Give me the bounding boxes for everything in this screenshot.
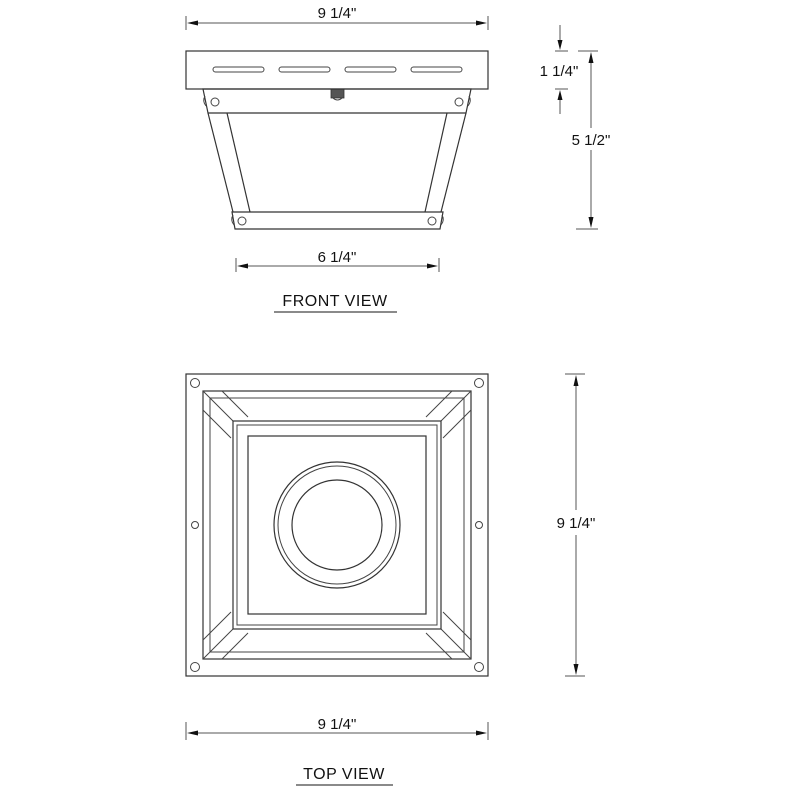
arrow-right-icon bbox=[476, 730, 487, 736]
front-view-title: FRONT VIEW bbox=[274, 293, 397, 313]
top-depth-dimension: 9 1/4" bbox=[557, 373, 596, 677]
bottom-band bbox=[231, 211, 444, 230]
frame-outer bbox=[202, 390, 472, 660]
top-width-label: 9 1/4" bbox=[318, 716, 357, 733]
mounting-plate bbox=[185, 373, 489, 677]
front-view: 9 1/4" bbox=[185, 5, 611, 313]
arrow-left-icon bbox=[237, 263, 248, 269]
socket-ring bbox=[273, 461, 401, 589]
frame-bevels bbox=[202, 390, 472, 660]
front-width-dimension: 9 1/4" bbox=[185, 5, 489, 30]
arrow-down-icon bbox=[573, 664, 579, 675]
arrow-right-icon bbox=[427, 263, 438, 269]
top-view: 9 1/4" 9 1/4" TOP VIEW bbox=[185, 373, 596, 786]
top-width-dimension: 9 1/4" bbox=[185, 716, 489, 740]
frame-inner bbox=[232, 420, 442, 630]
screw-hole-icon bbox=[474, 378, 484, 388]
canopy bbox=[185, 50, 489, 90]
canopy-height-label: 1 1/4" bbox=[540, 63, 579, 80]
arrow-left-icon bbox=[187, 20, 198, 26]
front-bottom-width-dimension: 6 1/4" bbox=[235, 249, 440, 272]
canopy-height-dimension: 1 1/4" bbox=[540, 25, 579, 114]
arrow-up-icon bbox=[573, 375, 579, 386]
top-view-title: TOP VIEW bbox=[296, 766, 393, 786]
arrow-up-icon bbox=[557, 90, 563, 100]
side-frames bbox=[207, 112, 467, 213]
screw-hole-icon bbox=[475, 521, 483, 529]
top-view-title-text: TOP VIEW bbox=[303, 766, 385, 783]
arrow-down-icon bbox=[557, 40, 563, 50]
screw-hole-icon bbox=[190, 662, 200, 672]
front-bottom-width-label: 6 1/4" bbox=[318, 249, 357, 266]
glass-panel bbox=[247, 435, 427, 615]
arrow-right-icon bbox=[476, 20, 487, 26]
screw-holes bbox=[190, 378, 484, 672]
arrow-up-icon bbox=[588, 52, 594, 63]
screw-hole-icon bbox=[190, 378, 200, 388]
screw-hole-icon bbox=[191, 521, 199, 529]
top-depth-label: 9 1/4" bbox=[557, 515, 596, 532]
arrow-down-icon bbox=[588, 217, 594, 228]
screw-hole-icon bbox=[474, 662, 484, 672]
overall-height-dimension: 5 1/2" bbox=[572, 50, 611, 230]
front-width-label: 9 1/4" bbox=[318, 5, 357, 22]
overall-height-label: 5 1/2" bbox=[572, 132, 611, 149]
arrow-left-icon bbox=[187, 730, 198, 736]
front-view-title-text: FRONT VIEW bbox=[282, 293, 388, 310]
finial-knob bbox=[330, 88, 345, 101]
